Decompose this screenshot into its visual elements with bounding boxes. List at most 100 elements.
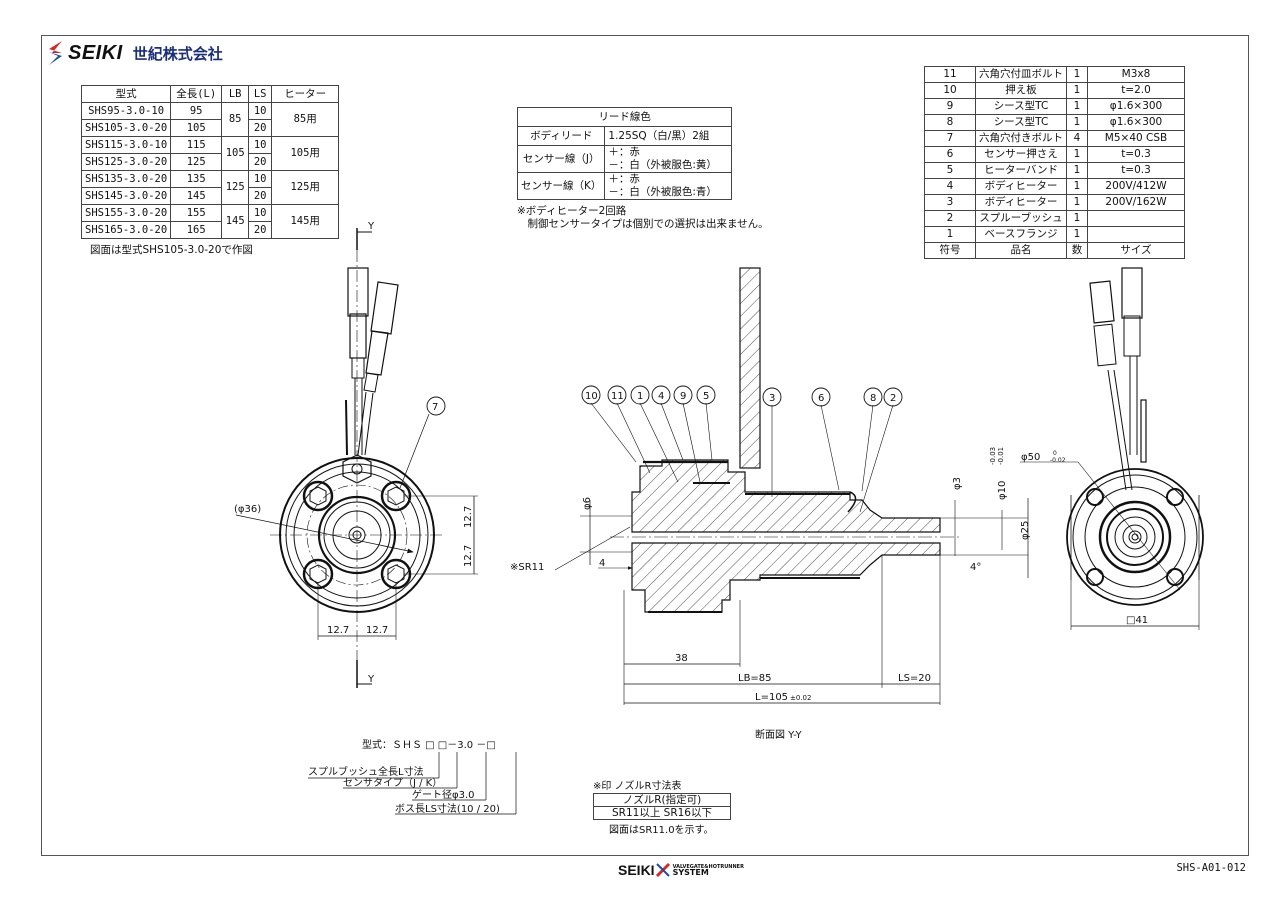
balloon-1	[630, 385, 650, 405]
balloon-label: 8	[870, 393, 876, 404]
cell-ls: 10	[248, 170, 273, 188]
parts-cell-size: φ1.6×300	[1087, 98, 1185, 115]
dim-4: 4	[599, 558, 605, 569]
table-row: SHS115-3.0-10 115 105 10 105用	[80, 136, 340, 171]
dim-d50: φ50	[1021, 452, 1040, 463]
model-code-item: ボス長LS寸法(10 / 20)	[395, 802, 500, 815]
model-table-note: 図面は型式SHS105-3.0-20で作図	[90, 244, 253, 256]
table-row: センサー線（K） ＋：赤－：白（外被服色:青）	[516, 172, 733, 200]
parts-cell-name: ヒーターバンド	[975, 162, 1067, 179]
lead-value: ＋：赤－：白（外被服色:青）	[604, 172, 733, 200]
footer-brand: SEIKI	[618, 862, 655, 878]
dim-sq41: □41	[1126, 615, 1148, 626]
nozzle-table-title: ※印 ノズルR寸法表	[593, 779, 682, 792]
balloon-label: 4	[658, 391, 664, 402]
cell-model: SHS155-3.0-20	[80, 204, 172, 222]
dim-d25: φ25	[1020, 521, 1031, 540]
model-code-item: センサタイプ（J / K）	[343, 777, 442, 789]
company-name: 世紀株式会社	[132, 44, 223, 63]
parts-cell-name: シース型TC	[975, 98, 1067, 115]
cell-model: SHS95-3.0-10	[80, 102, 172, 120]
dim-angle: 4°	[970, 562, 981, 573]
parts-cell-size: サイズ	[1087, 242, 1185, 259]
lead-value-minus: －：白（外被服色:青）	[608, 186, 717, 198]
lead-value: 1.25SQ（白/黒）2組	[604, 126, 733, 146]
table-row: SHS155-3.0-20 155 145 10 145用	[80, 204, 340, 239]
cell-lb: 85	[221, 102, 250, 137]
cell-model: SHS105-3.0-20	[80, 119, 172, 137]
nozzle-note: 図面はSR11.0を示す。	[609, 824, 714, 836]
cell-model: SHS115-3.0-10	[80, 136, 172, 154]
model-table-header: 型式 全長(L) LB LS ヒーター	[80, 85, 340, 103]
lead-note-line: 制御センサータイプは個別での選択は出来ません。	[517, 218, 769, 230]
parts-table-header: 符号品名数サイズ	[924, 242, 1185, 259]
cell-lb: 105	[221, 136, 250, 171]
dim-d10: φ10	[997, 481, 1008, 500]
document-number: SHS-A01-012	[1176, 862, 1246, 874]
lead-notes: ※ボディヒーター2回路 制御センサータイプは個別での選択は出来ません。	[517, 205, 769, 231]
lead-value-plus: ＋：赤	[608, 146, 640, 158]
parts-cell-name: センサー押さえ	[975, 146, 1067, 163]
balloon-label: 11	[611, 391, 624, 402]
dim-sr11: ※SR11	[510, 562, 544, 573]
table-row: SHS165-3.0-20 165 20	[80, 221, 339, 239]
section-caption: 断面図 Y-Y	[755, 728, 803, 741]
table-row: SHS125-3.0-20 125 20	[80, 153, 339, 171]
parts-cell-size: M5×40 CSB	[1087, 130, 1185, 147]
footer-sub1: VALVEGATE&HOTRUNNER	[672, 863, 744, 870]
dim-d50-tol-upper: 0	[1053, 450, 1057, 457]
lead-value-minus: －：白（外被服色:黄）	[608, 159, 717, 171]
section-mark-bottom: Y	[367, 674, 375, 685]
parts-cell-name: ボディヒーター	[975, 194, 1067, 211]
lead-label: センサー線（K）	[516, 172, 606, 200]
balloon-7: 7	[432, 402, 438, 413]
lead-label: センサー線（J）	[516, 145, 606, 173]
footer-sub2: SYSTEM	[672, 867, 709, 877]
table-row: ボディリード 1.25SQ（白/黒）2組	[516, 126, 733, 146]
dim-l-tol: ±0.02	[790, 694, 811, 702]
table-row: SHS95-3.0-10 95 85 10 85用	[80, 102, 340, 137]
cell-lb: 145	[221, 204, 250, 239]
cell-length: 155	[170, 204, 223, 222]
lead-value-plus: ＋：赤	[608, 173, 640, 185]
dim-d10-tol-lower: -0.01	[997, 447, 1005, 465]
nozzle-value: SR11以上 SR16以下	[593, 806, 731, 820]
lead-value: ＋：赤－：白（外被服色:黄）	[604, 145, 733, 173]
cell-heater: 125用	[271, 170, 340, 205]
section-mark-top: Y	[367, 221, 375, 232]
balloon-label: 3	[769, 393, 775, 404]
dim-pcd: (φ36)	[234, 504, 261, 515]
seiki-logo-icon	[49, 41, 62, 65]
model-table: 型式 全長(L) LB LS ヒーター SHS95-3.0-10 95 85 1…	[80, 85, 340, 239]
cell-ls: 10	[248, 204, 273, 222]
balloon-11	[607, 385, 627, 405]
table-row: センサー線（J） ＋：赤－：白（外被服色:黄）	[516, 145, 733, 173]
brand-name: SEIKI	[68, 41, 123, 64]
table-row: SHS145-3.0-20 145 20	[80, 187, 339, 205]
cell-heater: 85用	[271, 102, 340, 137]
cell-length: 115	[170, 136, 223, 154]
cell-model: SHS165-3.0-20	[80, 221, 172, 239]
dim-l: L=105	[755, 692, 788, 703]
balloon-10	[581, 385, 601, 405]
balloon-4	[651, 385, 671, 405]
model-code-item: ゲート径φ3.0	[412, 788, 475, 801]
balloon-label: 9	[680, 391, 686, 402]
nozzle-table: ノズルR(指定可) SR11以上 SR16以下	[593, 793, 731, 820]
dim-ls: LS=20	[898, 673, 931, 684]
model-code: 型式：ＳＨＳ □ □－3.0 －□ スプルブッシュ全長L寸法 センサタイプ（J …	[308, 738, 714, 836]
side-view: φ50 0 -0.02 □41	[1020, 267, 1204, 630]
cell-length: 105	[170, 119, 223, 137]
lead-note-line: ※ボディヒーター2回路	[517, 205, 627, 217]
cell-heater: 105用	[271, 136, 340, 171]
lead-wire-table: リード線色 ボディリード 1.25SQ（白/黒）2組 センサー線（J） ＋：赤－…	[516, 107, 733, 200]
dim-d6: φ6	[582, 497, 593, 510]
cell-ls: 20	[248, 221, 273, 239]
